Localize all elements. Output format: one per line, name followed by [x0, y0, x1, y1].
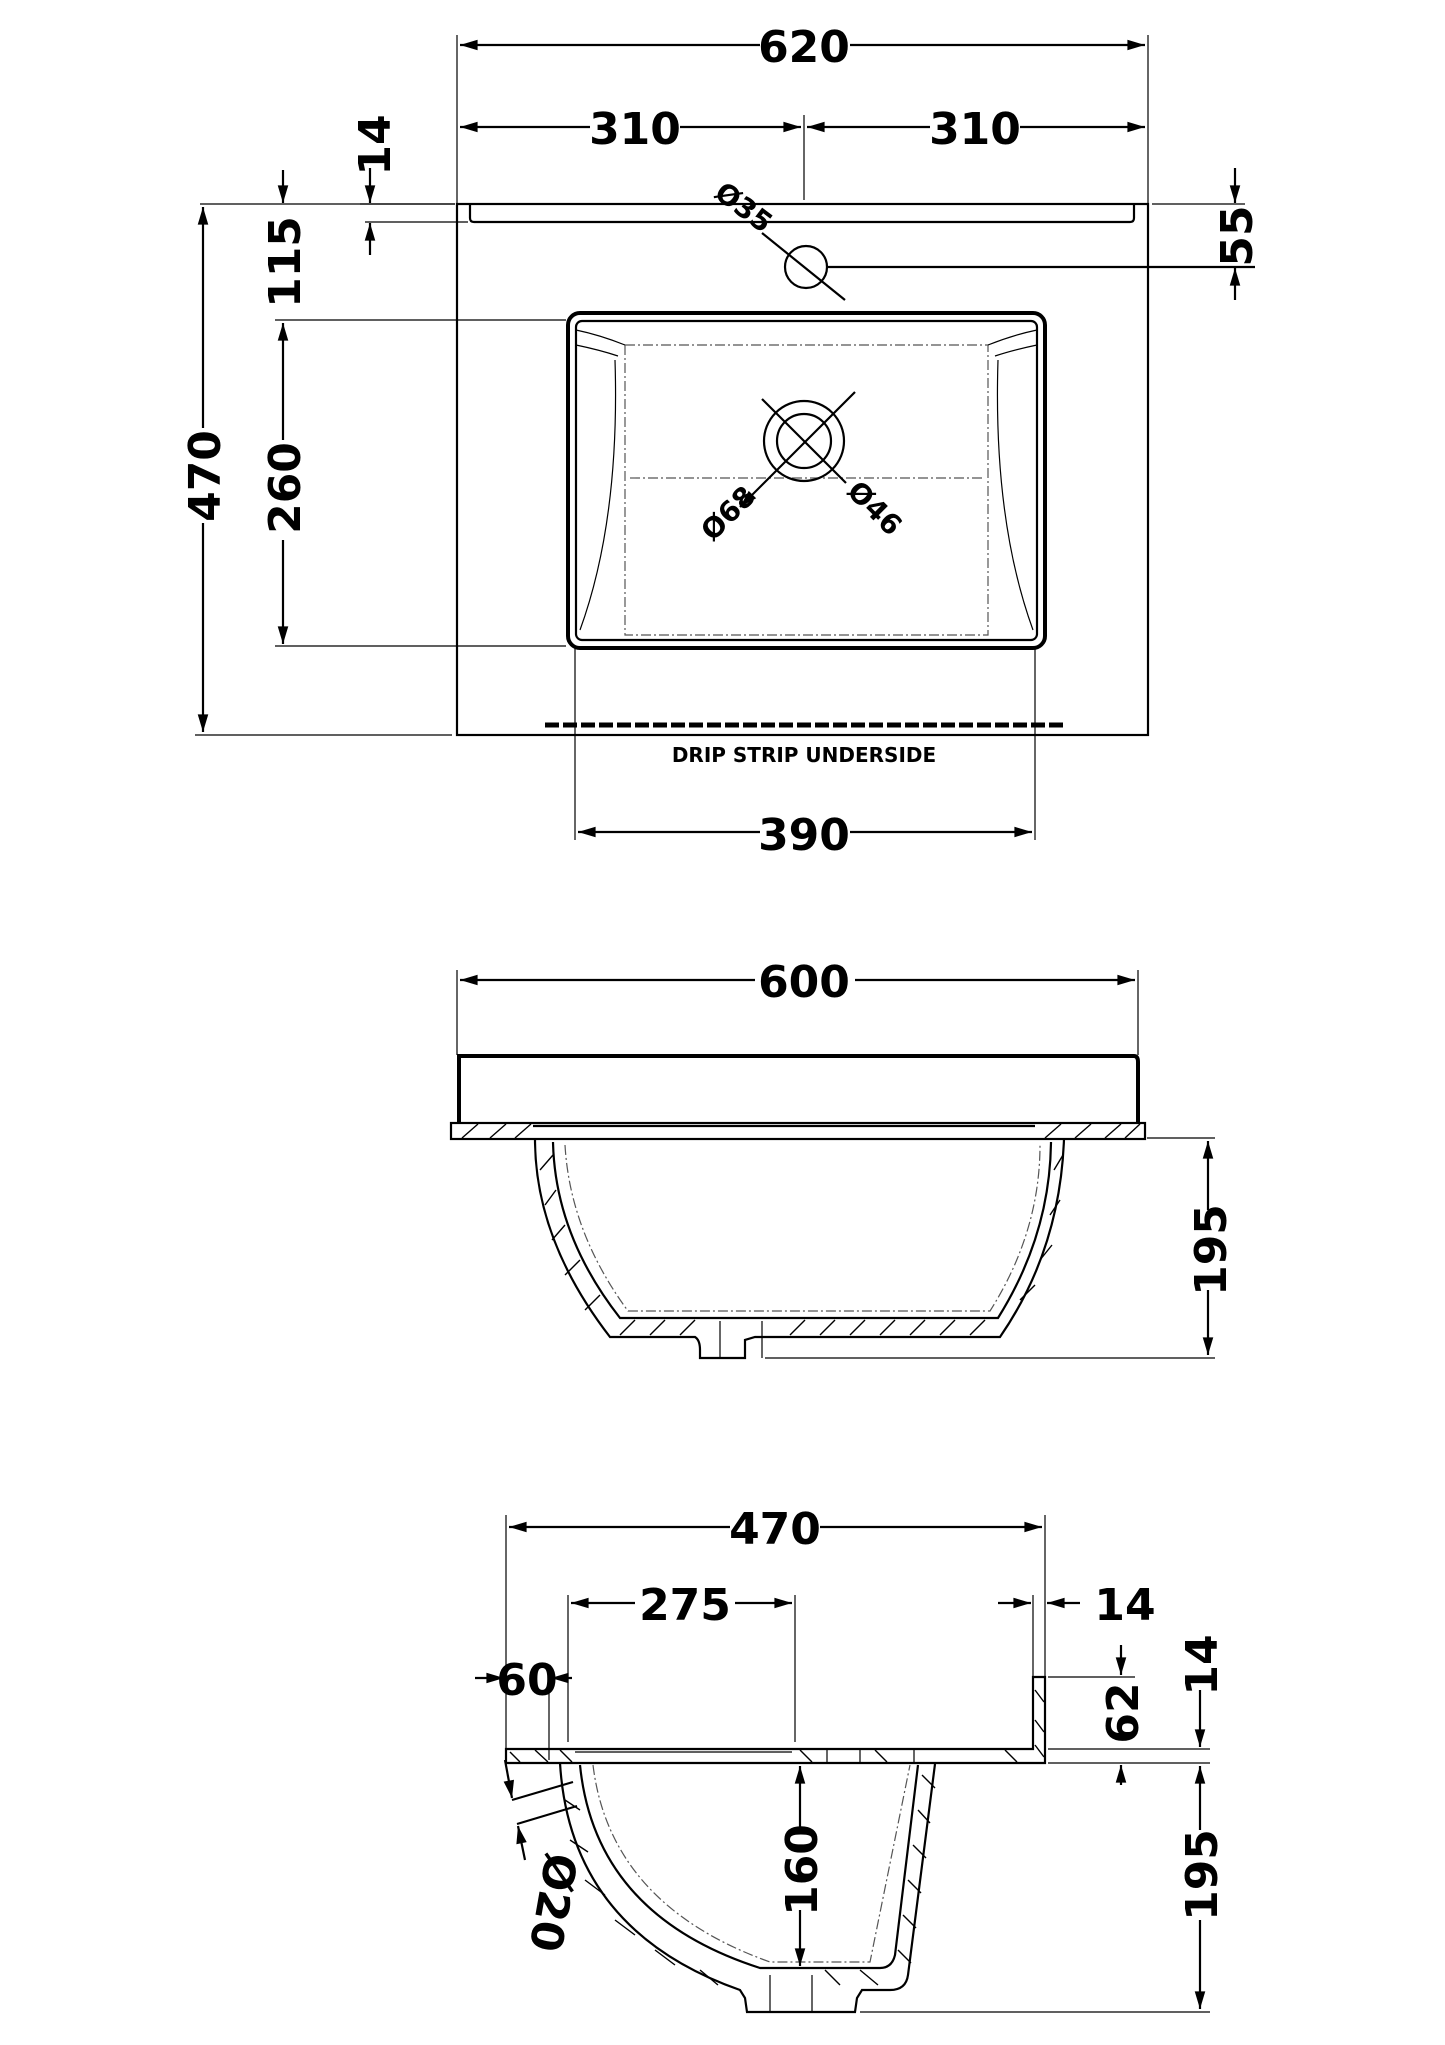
dim-side-overall-depth: 470	[729, 1504, 821, 1555]
dim-overall-width: 620	[758, 22, 850, 73]
overflow	[503, 1759, 578, 1861]
side-slab	[504, 1675, 1047, 1765]
dim-tap-hole-diameter: Ø35	[709, 175, 779, 239]
dim-front-width: 600	[758, 957, 850, 1008]
vanity-top-outline	[455, 202, 1150, 737]
dim-overall-depth: 470	[180, 430, 231, 522]
dim-basin-offset: 115	[260, 216, 311, 308]
dim-half-width-left: 310	[589, 104, 681, 155]
dim-upstand-thickness: 14	[350, 114, 401, 175]
dim-bowl-internal-depth: 160	[777, 1824, 828, 1916]
dim-waste-outer-diameter: Ø68	[694, 479, 762, 547]
basin-floor	[624, 344, 989, 636]
dim-basin-depth: 260	[260, 442, 311, 534]
dim-slab-thickness: 14	[1177, 1634, 1228, 1695]
dim-front-bowl-height: 195	[1186, 1204, 1237, 1296]
side-bowl-outer	[558, 1762, 937, 2014]
side-bowl-inner	[578, 1764, 920, 1970]
upstand-edge	[468, 204, 1136, 224]
front-view: 600	[449, 955, 1237, 1360]
tap-hole	[761, 232, 1255, 301]
basin-rim	[566, 311, 1047, 650]
basin-inner-rim	[574, 319, 1039, 642]
dim-tap-hole-offset: 55	[1212, 205, 1263, 266]
bowl-outer	[533, 1138, 1066, 1360]
upstand-body	[457, 1054, 1140, 1123]
dim-side-bowl-height: 195	[1177, 1829, 1228, 1921]
dim-upstand-height: 62	[1098, 1682, 1149, 1743]
dim-waste-inner-diameter: Ø46	[841, 474, 909, 542]
dim-side-upstand-thickness: 14	[1094, 1580, 1155, 1631]
dim-half-width-right: 310	[929, 104, 1021, 155]
dim-basin-width: 390	[758, 810, 850, 861]
bowl-inner	[551, 1141, 1053, 1320]
waste-outlet	[739, 391, 856, 508]
dim-overflow-diameter: Ø20	[519, 1850, 586, 1956]
dim-bowl-opening: 275	[639, 1580, 731, 1631]
drip-strip-note: DRIP STRIP UNDERSIDE	[672, 743, 936, 767]
top-view: DRIP STRIP UNDERSIDE 620 310 310 14 115 …	[180, 20, 1263, 861]
flange	[449, 1121, 1147, 1141]
dim-front-offset: 60	[496, 1655, 557, 1706]
side-view: 470 275 14 60	[475, 1503, 1228, 2014]
